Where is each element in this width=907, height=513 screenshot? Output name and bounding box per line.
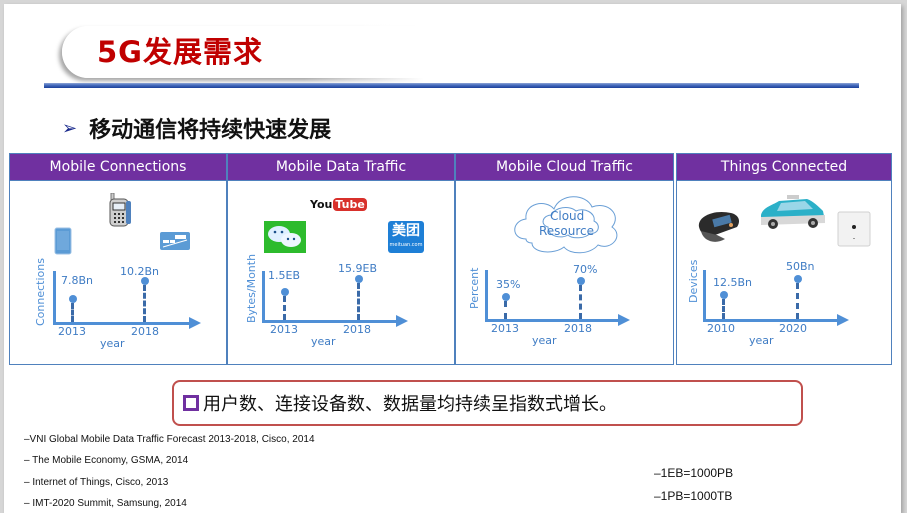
- data-stem: [796, 283, 799, 319]
- reference-item: – IMT-2020 Summit, Samsung, 2014: [24, 498, 187, 509]
- x-axis: [703, 319, 837, 322]
- data-stem: [357, 283, 360, 320]
- data-point: [720, 291, 728, 299]
- panel-things-connected: Things Connected: [676, 153, 892, 365]
- x-axis-arrow-icon: [189, 317, 201, 329]
- feature-phone-icon: [109, 193, 131, 227]
- y-axis: [703, 270, 706, 321]
- ipad-icon: [837, 211, 871, 247]
- reference-item: – Internet of Things, Cisco, 2013: [24, 477, 169, 488]
- data-point: [794, 275, 802, 283]
- x-axis-arrow-icon: [618, 314, 630, 326]
- x-axis: [262, 320, 396, 323]
- meituan-icon: 美团 meituan.com: [388, 221, 424, 253]
- smartwatch-icon: [698, 211, 739, 242]
- unit-note: –1EB=1000PB: [654, 466, 734, 480]
- summary-text: 用户数、连接设备数、数据量均持续呈指数式增长。: [203, 394, 617, 415]
- data-label: 10.2Bn: [120, 265, 160, 278]
- y-axis-label: Connections: [34, 258, 47, 326]
- panel-title: Things Connected: [677, 154, 891, 181]
- x-tick: 2020: [779, 322, 807, 335]
- tablet-icon: [54, 227, 72, 255]
- arrow-bullet-icon: ➢: [62, 117, 78, 139]
- data-point: [281, 288, 289, 296]
- panel-mobile-cloud-traffic: Mobile Cloud Traffic Cloud Resource Perc…: [455, 153, 674, 365]
- card-device-icon: [160, 232, 190, 250]
- data-label: 50Bn: [786, 260, 815, 273]
- x-tick: 2018: [131, 325, 159, 338]
- data-label: 1.5EB: [268, 269, 300, 282]
- data-stem: [143, 285, 146, 322]
- data-stem: [283, 296, 286, 320]
- y-axis-label: Percent: [468, 267, 481, 309]
- panel-mobile-connections: Mobile Connections: [9, 153, 227, 365]
- reference-item: –VNI Global Mobile Data Traffic Forecast…: [24, 434, 315, 445]
- x-tick: 2013: [58, 325, 86, 338]
- y-axis: [53, 271, 56, 324]
- data-stem: [579, 285, 582, 319]
- y-axis-label: Devices: [687, 259, 700, 303]
- taxi-car-icon: [761, 195, 825, 229]
- y-axis: [262, 271, 265, 322]
- summary-callout: 用户数、连接设备数、数据量均持续呈指数式增长。: [172, 380, 803, 426]
- y-axis: [485, 270, 488, 321]
- data-point: [69, 295, 77, 303]
- data-point: [577, 277, 585, 285]
- heading-text: 移动通信将持续快速发展: [89, 118, 332, 143]
- page-title: 5G发展需求: [97, 35, 263, 69]
- panel-title: Mobile Connections: [10, 154, 226, 181]
- slide: 5G发展需求 ➢ 移动通信将持续快速发展 Mobile Connections: [4, 4, 901, 513]
- data-label: 7.8Bn: [61, 274, 94, 287]
- youtube-logo: You Tube: [310, 198, 367, 211]
- x-tick: 2018: [343, 323, 371, 336]
- panel-title: Mobile Data Traffic: [228, 154, 454, 181]
- data-label: 15.9EB: [338, 262, 377, 275]
- x-axis-arrow-icon: [396, 315, 408, 327]
- data-point: [355, 275, 363, 283]
- data-stem: [71, 303, 74, 322]
- x-axis-label: year: [532, 334, 557, 347]
- x-axis-label: year: [311, 335, 336, 348]
- data-point: [502, 293, 510, 301]
- panel-title: Mobile Cloud Traffic: [456, 154, 673, 181]
- x-tick: 2013: [491, 322, 519, 335]
- x-tick: 2013: [270, 323, 298, 336]
- data-stem: [504, 301, 507, 319]
- unit-note: –1PB=1000TB: [654, 489, 733, 503]
- data-label: 70%: [573, 263, 598, 276]
- panel-mobile-data-traffic: Mobile Data Traffic You Tube 美团 meituan.…: [227, 153, 455, 365]
- x-axis: [485, 319, 618, 322]
- x-axis: [53, 322, 189, 325]
- title-separator: [44, 83, 859, 88]
- cloud-label: Resource: [539, 224, 595, 238]
- x-axis-label: year: [749, 334, 774, 347]
- data-label: 12.5Bn: [713, 276, 753, 289]
- x-tick: 2010: [707, 322, 735, 335]
- x-axis-arrow-icon: [837, 314, 849, 326]
- title-banner-fade: [304, 22, 504, 84]
- section-heading: ➢ 移动通信将持续快速发展: [62, 112, 331, 144]
- wechat-icon: [264, 221, 306, 253]
- cloud-icon: [514, 196, 618, 254]
- x-tick: 2018: [564, 322, 592, 335]
- cloud-label: Cloud: [550, 209, 585, 223]
- x-axis-label: year: [100, 337, 125, 350]
- data-point: [141, 277, 149, 285]
- data-stem: [722, 299, 725, 319]
- square-bullet-icon: [183, 395, 199, 411]
- y-axis-label: Bytes/Month: [245, 253, 258, 323]
- data-label: 35%: [496, 278, 521, 291]
- reference-item: – The Mobile Economy, GSMA, 2014: [24, 455, 189, 466]
